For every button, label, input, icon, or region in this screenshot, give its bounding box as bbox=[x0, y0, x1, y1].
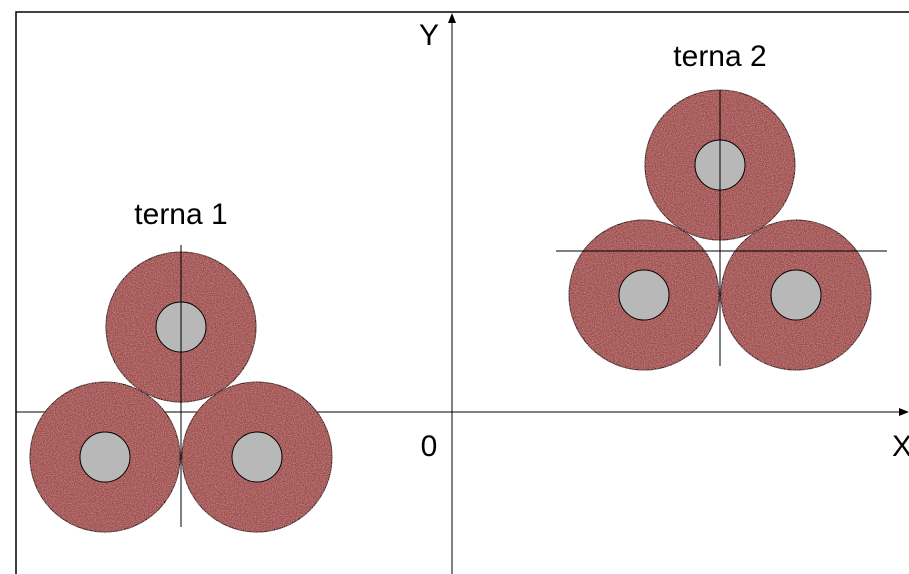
x-axis-label: X bbox=[892, 430, 909, 463]
cable-conductor bbox=[231, 431, 283, 483]
terna-1-cable-bottom-left bbox=[29, 381, 181, 533]
terna-1-cable-bottom-right bbox=[181, 381, 333, 533]
terna-2-cable-bottom-left bbox=[568, 219, 720, 371]
cable-conductor bbox=[770, 269, 822, 321]
origin-label: 0 bbox=[421, 430, 438, 463]
x-axis-arrow bbox=[899, 408, 909, 416]
terna-2-group bbox=[556, 89, 887, 371]
y-axis-label: Y bbox=[419, 19, 439, 52]
cable-conductor bbox=[618, 269, 670, 321]
cable-conductor bbox=[79, 431, 131, 483]
terna-1-label: terna 1 bbox=[134, 198, 227, 231]
terna-2-label: terna 2 bbox=[673, 40, 766, 73]
terna-2-cable-bottom-right bbox=[720, 219, 872, 371]
terna-1-group bbox=[29, 245, 333, 533]
y-axis-arrow bbox=[448, 13, 456, 23]
